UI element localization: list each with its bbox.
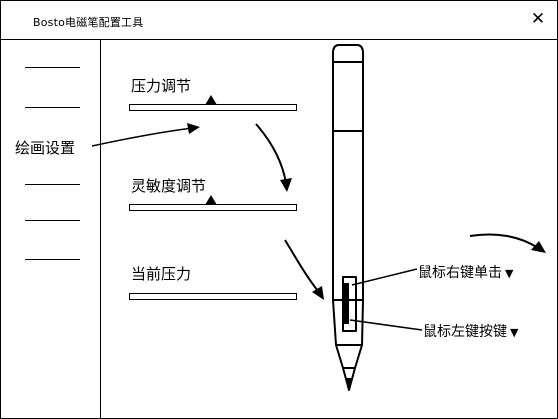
pressure-adjust-label: 压力调节 bbox=[131, 77, 192, 95]
sensitivity-slider-thumb[interactable] bbox=[205, 195, 218, 205]
upper-button-mapping-label: 鼠标右键单击 bbox=[418, 265, 502, 281]
lower-button-mapping-select[interactable]: 鼠标左键按键▼ bbox=[423, 321, 518, 341]
lower-button-mapping-label: 鼠标左键按键 bbox=[423, 324, 507, 340]
sensitivity-adjust-label: 灵敏度调节 bbox=[131, 177, 207, 195]
sidebar bbox=[1, 40, 101, 418]
upper-button-mapping-select[interactable]: 鼠标右键单击▼ bbox=[418, 262, 513, 282]
sidebar-item-1[interactable] bbox=[25, 67, 80, 68]
sidebar-item-5[interactable] bbox=[25, 259, 80, 260]
current-pressure-bar bbox=[129, 293, 297, 300]
dropdown-triangle-icon[interactable]: ▼ bbox=[505, 267, 514, 280]
dropdown-triangle-icon[interactable]: ▼ bbox=[510, 326, 519, 339]
current-pressure-label: 当前压力 bbox=[131, 265, 192, 283]
window-title: Bosto电磁笔配置工具 bbox=[33, 16, 144, 29]
sidebar-item-drawing-settings[interactable]: 绘画设置 bbox=[15, 137, 78, 158]
close-icon[interactable]: ✕ bbox=[530, 9, 546, 29]
sidebar-item-3[interactable] bbox=[25, 184, 80, 185]
sensitivity-slider[interactable] bbox=[129, 195, 297, 211]
title-bar: Bosto电磁笔配置工具 ✕ bbox=[1, 1, 557, 40]
pressure-slider[interactable] bbox=[129, 95, 297, 111]
sidebar-item-2[interactable] bbox=[25, 107, 80, 108]
pressure-slider-thumb[interactable] bbox=[205, 95, 218, 105]
sidebar-item-4[interactable] bbox=[25, 220, 80, 221]
